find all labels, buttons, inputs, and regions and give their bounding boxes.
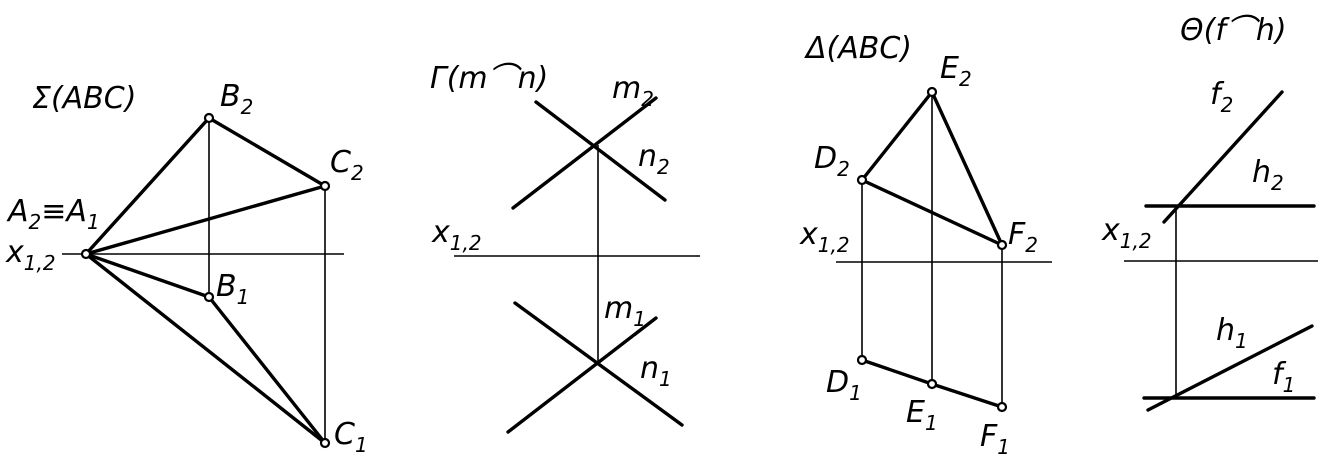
sigma-title: Σ(ABC) — [32, 81, 136, 116]
delta-point-e2 — [926, 86, 938, 98]
sigma-edge-a1-c1 — [84, 252, 327, 445]
sigma-label-c1: C1 — [334, 417, 368, 457]
panel-theta: Θ(f⌒h) x1,2 f2 h2 h1 f1 — [1101, 13, 1318, 412]
gamma-line-n1 — [513, 301, 684, 427]
gamma-label-m1: m1 — [604, 291, 646, 331]
panel-sigma: Σ(ABC) A2≡A1 x1,2 B2 C2 B1 C1 — [5, 79, 368, 457]
panel-gamma: Γ(m⌒n) x1,2 m2 n2 m1 n1 — [430, 61, 700, 434]
theta-label-h2: h2 — [1252, 155, 1284, 195]
gamma-label-m2: m2 — [612, 71, 654, 111]
sigma-point-b1 — [203, 291, 215, 303]
theta-label-f1: f1 — [1272, 357, 1295, 397]
delta-edge-d2-e2 — [860, 90, 934, 182]
panel-delta: Δ(ABC) x1,2 E2 D2 F2 D1 E1 F1 — [799, 31, 1052, 459]
delta-edge-d2-f2 — [860, 178, 1004, 247]
sigma-label-b1: B1 — [216, 269, 249, 309]
gamma-line-m1 — [506, 316, 658, 434]
sigma-point-c1 — [319, 437, 331, 449]
delta-title: Δ(ABC) — [804, 31, 912, 66]
gamma-axis-label: x1,2 — [431, 215, 482, 255]
delta-label-d2: D2 — [814, 141, 850, 181]
sigma-point-c2 — [319, 180, 331, 192]
delta-label-f2: F2 — [1008, 217, 1038, 257]
sigma-label-a: A2≡A1 — [6, 194, 100, 234]
delta-point-e1 — [926, 378, 938, 390]
delta-edge-e1-f1 — [930, 382, 1004, 409]
delta-point-d2 — [856, 174, 868, 186]
delta-label-e1: E1 — [906, 395, 938, 435]
theta-line-h1 — [1146, 324, 1314, 412]
delta-label-f1: F1 — [980, 419, 1010, 459]
sigma-edge-a1-b1 — [84, 252, 211, 299]
sigma-edge-b1-c1 — [207, 295, 327, 445]
delta-label-d1: D1 — [826, 365, 862, 405]
theta-title: Θ(f⌒h) — [1180, 13, 1287, 48]
gamma-line-n2 — [534, 100, 667, 202]
sigma-edge-a2-c2 — [84, 184, 327, 256]
sigma-label-c2: C2 — [330, 145, 364, 185]
sigma-label-b2: B2 — [220, 79, 253, 119]
delta-edge-d1-e1 — [860, 358, 934, 386]
gamma-label-n2: n2 — [638, 139, 670, 179]
delta-point-d1 — [856, 354, 868, 366]
delta-label-e2: E2 — [940, 51, 972, 91]
sigma-point-b2 — [203, 112, 215, 124]
gamma-label-n1: n1 — [640, 351, 672, 391]
gamma-line-m2 — [511, 96, 658, 210]
delta-point-f2 — [996, 239, 1008, 251]
theta-line-f2 — [1162, 90, 1284, 224]
sigma-axis-label: x1,2 — [5, 235, 56, 275]
sigma-point-a — [80, 248, 92, 260]
theta-label-h1: h1 — [1216, 313, 1248, 353]
delta-axis-label: x1,2 — [799, 217, 850, 257]
sigma-edge-b2-c2 — [207, 116, 327, 188]
delta-edge-e2-f2 — [930, 90, 1004, 247]
gamma-title: Γ(m⌒n) — [430, 61, 548, 96]
delta-point-f1 — [996, 401, 1008, 413]
sigma-edge-a2-b2 — [84, 116, 211, 256]
theta-label-f2: f2 — [1210, 77, 1233, 117]
theta-axis-label: x1,2 — [1101, 213, 1152, 253]
